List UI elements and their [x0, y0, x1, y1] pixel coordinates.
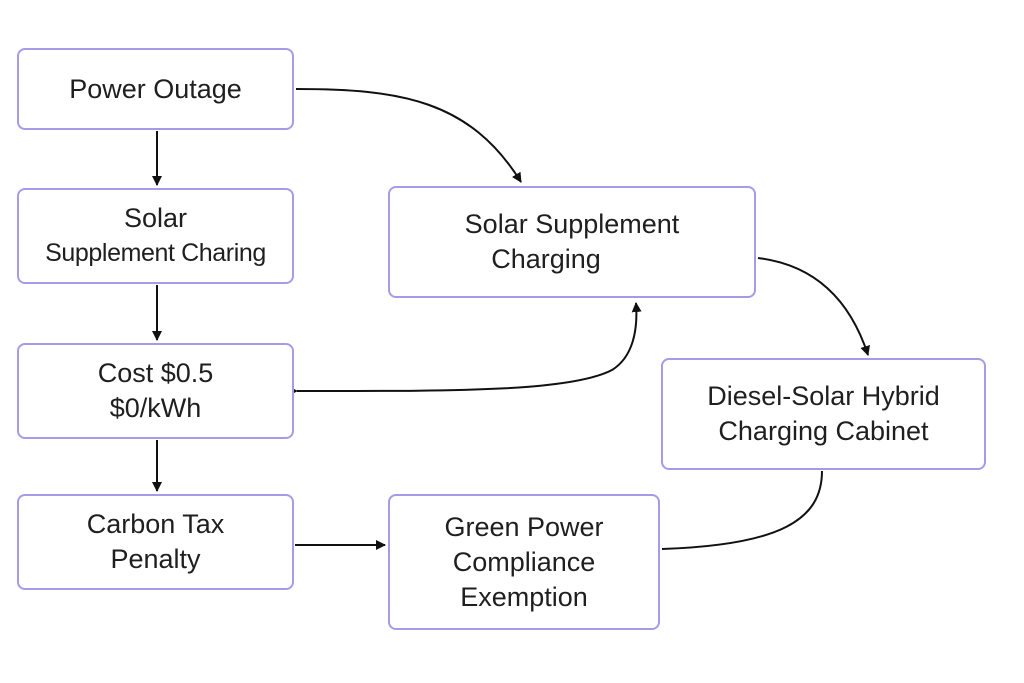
node-carbon-label-line1: Carbon Tax: [86, 509, 225, 539]
node-power-outage: Power Outage: [17, 48, 294, 130]
node-cost: Cost $0.5 $0/kWh: [17, 343, 294, 439]
node-diesel-solar-hybrid-cabinet: Diesel-Solar Hybrid Charging Cabinet: [661, 358, 986, 470]
connector-hybrid-to-green: [661, 470, 823, 550]
node-cost-label-line2: $0/kWh: [109, 393, 202, 423]
node-green-power-compliance-exemption: Green Power Compliance Exemption: [388, 494, 660, 630]
node-hybrid-label-line1: Diesel-Solar Hybrid: [707, 381, 940, 411]
node-solar-left-label-line1: Solar: [123, 203, 188, 233]
node-hybrid-label-line2: Charging Cabinet: [718, 416, 929, 446]
node-solar-supplement-charging: Solar Supplement Charging: [388, 186, 756, 298]
node-solar-right-label-line1: Solar Supplement: [464, 209, 680, 239]
node-green-label-line1: Green Power: [444, 511, 604, 542]
node-solar-supplement-charing: Solar Supplement Charing: [17, 188, 294, 284]
node-carbon-tax-penalty: Carbon Tax Penalty: [17, 494, 294, 590]
node-green-label-line2: Compliance: [452, 546, 596, 577]
node-cost-label-line1: Cost $0.5: [97, 358, 214, 388]
node-power-outage-label: Power Outage: [69, 73, 242, 104]
arrow-cost-to-solar-right-bidirectional: [287, 302, 642, 396]
arrow-power-outage-to-solar-right: [295, 88, 522, 183]
node-solar-right-label-line2: Charging: [491, 244, 601, 274]
node-green-label-line3: Exemption: [460, 581, 588, 612]
node-carbon-label-line2: Penalty: [110, 544, 201, 574]
node-solar-left-label-line2: Supplement Charing: [45, 239, 266, 267]
arrow-solar-right-to-hybrid: [757, 257, 870, 356]
